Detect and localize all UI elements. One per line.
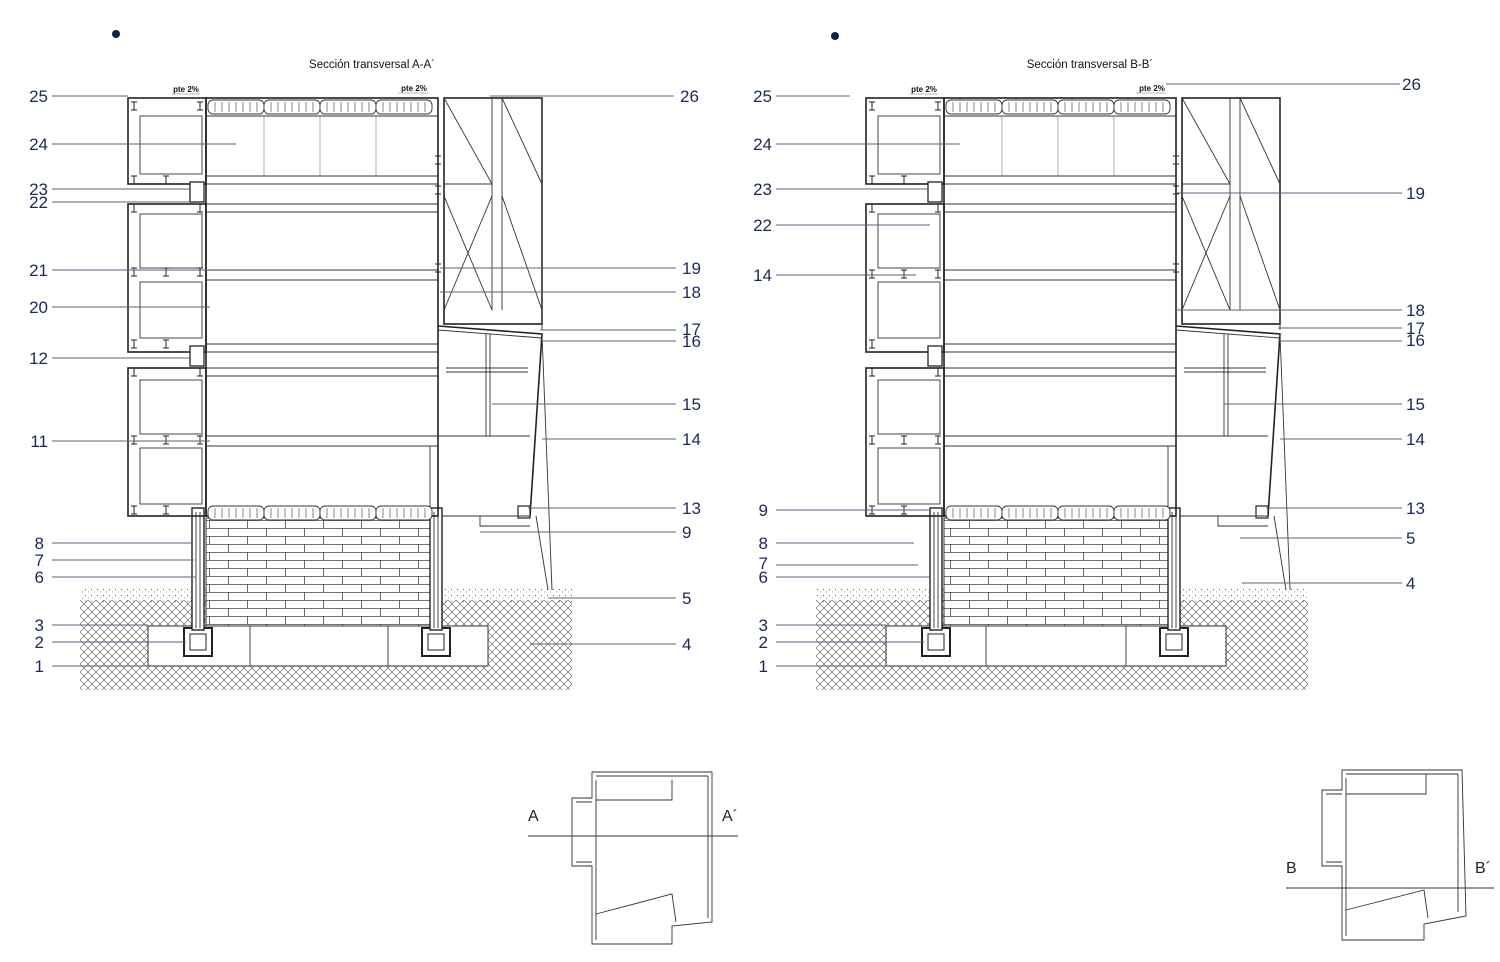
callout-number: 16 (1406, 331, 1425, 350)
callout-number: 7 (759, 554, 768, 573)
callout-number: 4 (682, 635, 691, 654)
bullet-marker (112, 30, 120, 38)
callout-number: 7 (35, 551, 44, 570)
callout-number: 3 (759, 616, 768, 635)
brick-wall (205, 517, 433, 627)
callout-number: 9 (759, 501, 768, 520)
callout-number: 3 (35, 616, 44, 635)
cut-label-start: B (1286, 860, 1297, 877)
callout-number: 4 (1406, 574, 1415, 593)
callout-number: 16 (682, 332, 701, 351)
cut-label-end: B´ (1475, 860, 1491, 877)
callout-number: 15 (1406, 395, 1425, 414)
callout-number: 14 (1406, 430, 1425, 449)
callout-number: 24 (29, 135, 48, 154)
callout-number: 12 (29, 349, 48, 368)
section-b-drawing: Sección transversal B-B´ pte 2% pte 2% (753, 59, 1494, 941)
callout-number: 21 (29, 261, 48, 280)
callout-number: 5 (682, 589, 691, 608)
callout-number: 22 (753, 216, 772, 235)
callout-number: 9 (682, 523, 691, 542)
callout-number: 22 (29, 193, 48, 212)
slope-label: pte 2% (173, 85, 199, 94)
callout-number: 1 (759, 657, 768, 676)
callout-number: 11 (30, 432, 48, 451)
callout-number: 18 (682, 283, 701, 302)
callout-number: 25 (753, 87, 772, 106)
callout-number: 15 (682, 395, 701, 414)
bullet-marker (831, 32, 839, 40)
callout-number: 17 (1406, 319, 1425, 338)
callout-number: 26 (680, 87, 699, 106)
section-b-title: Sección transversal B-B´ (1027, 59, 1154, 71)
callout-number: 14 (682, 430, 701, 449)
callout-number: 17 (682, 320, 701, 339)
callout-number: 6 (759, 568, 768, 587)
callout-number: 2 (35, 633, 44, 652)
callout-number: 2 (759, 633, 768, 652)
cut-label-start: A (528, 808, 539, 825)
callout-number: 5 (1406, 529, 1415, 548)
key-plan-a: A A´ (528, 771, 738, 945)
callout-number: 18 (1406, 301, 1425, 320)
slope-label: pte 2% (401, 84, 427, 93)
callout-number: 1 (35, 657, 44, 676)
callout-number: 23 (753, 180, 772, 199)
callout-number: 8 (759, 534, 768, 553)
callout-number: 13 (1406, 499, 1425, 518)
slope-label: pte 2% (911, 85, 937, 94)
callout-number: 6 (35, 568, 44, 587)
brick-wall (943, 517, 1171, 627)
callout-number: 24 (753, 135, 772, 154)
cut-label-end: A´ (722, 808, 738, 825)
callout-number: 8 (35, 534, 44, 553)
callout-number: 14 (753, 266, 772, 285)
callout-number: 23 (29, 180, 48, 199)
callout-number: 19 (1406, 184, 1425, 203)
callout-number: 19 (682, 259, 701, 278)
section-a-drawing: Sección transversal A-A´ pte 2% pte 2% (29, 59, 738, 945)
callout-number: 20 (29, 298, 48, 317)
callout-number: 13 (682, 499, 701, 518)
callout-number: 26 (1402, 75, 1421, 94)
slope-label: pte 2% (1139, 84, 1165, 93)
section-a-title: Sección transversal A-A´ (309, 59, 435, 71)
callout-number: 25 (29, 87, 48, 106)
key-plan-b: B B´ (1286, 769, 1494, 941)
